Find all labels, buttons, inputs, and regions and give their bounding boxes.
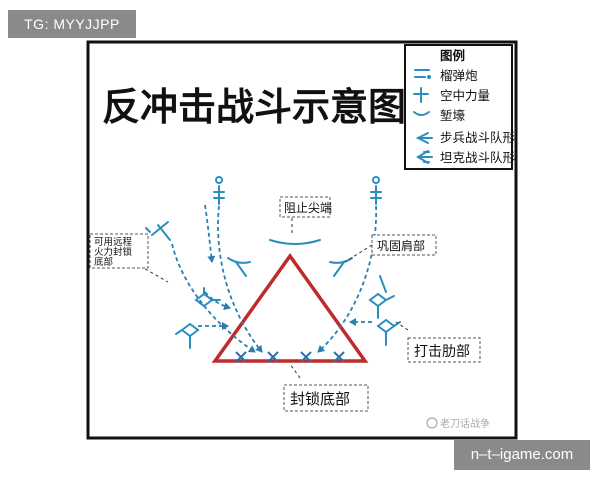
label-block-tip: 阻止尖端	[279, 196, 332, 218]
trench-tip	[269, 239, 321, 245]
base-seal-marks	[235, 351, 345, 363]
arrow-infantry-upper	[204, 291, 231, 311]
trench-left-tick	[235, 261, 247, 277]
svg-text:阻止尖端: 阻止尖端	[284, 201, 332, 215]
infantry-formation-icon	[175, 287, 221, 349]
arrow-right-mortar	[317, 205, 377, 353]
leader-flank	[395, 321, 409, 331]
trench-icon	[413, 111, 430, 116]
svg-text:巩固肩部: 巩固肩部	[377, 238, 425, 253]
trench-right-tick	[333, 261, 345, 277]
svg-text:老刀话战争: 老刀话战争	[440, 417, 490, 430]
svg-text:火力封锁: 火力封锁	[94, 246, 133, 258]
tank-formation-icon	[416, 150, 433, 164]
watermark-top: TG: MYYJJPP	[8, 10, 136, 38]
arrow-airpower	[171, 243, 256, 353]
svg-text:打击肋部: 打击肋部	[414, 343, 470, 360]
mortar-icon	[414, 69, 431, 79]
label-seal-base: 封锁底部	[283, 384, 369, 412]
diagram-title: 反冲击战斗示意图	[102, 85, 406, 129]
legend-label-mortar: 榴弹炮	[440, 68, 478, 83]
leader-base	[289, 363, 301, 379]
legend-label-airpower: 空中力量	[440, 88, 490, 103]
legend-label-infantry: 步兵战斗队形	[440, 130, 516, 145]
legend-label-trench: 堑壕	[440, 108, 466, 123]
label-long-range-fire: 可用远程 火力封锁 底部	[89, 233, 149, 269]
arrow-left-mortar	[217, 205, 263, 353]
leader-shoulder	[344, 244, 373, 263]
legend-label-tank: 坦克战斗队形	[440, 150, 516, 165]
legend: 图例 榴弹炮 空中力量 堑壕 步兵战斗队形 坦克战斗队形	[404, 44, 516, 170]
arrow-left-shoulder	[204, 204, 216, 263]
svg-text:底部: 底部	[94, 256, 113, 268]
enemy-penetration-triangle	[211, 252, 369, 363]
airpower-icon	[413, 87, 429, 103]
source-mark: 老刀话战争	[426, 417, 490, 430]
tank-formation-icon	[368, 275, 401, 346]
airpower-icon	[145, 221, 171, 241]
mortar-icon	[213, 176, 225, 205]
svg-text:封锁底部: 封锁底部	[290, 390, 350, 408]
leader-long-range	[139, 265, 169, 283]
svg-text:可用远程: 可用远程	[94, 237, 133, 248]
legend-title: 图例	[440, 48, 465, 63]
mortar-icon	[370, 176, 382, 205]
watermark-bottom: n–t–igame.com	[454, 440, 590, 470]
infantry-formation-icon	[415, 132, 433, 144]
label-hit-flank: 打击肋部	[407, 337, 481, 363]
label-consolidate-shoulder: 巩固肩部	[371, 234, 437, 256]
trench-left-shoulder	[227, 257, 251, 264]
